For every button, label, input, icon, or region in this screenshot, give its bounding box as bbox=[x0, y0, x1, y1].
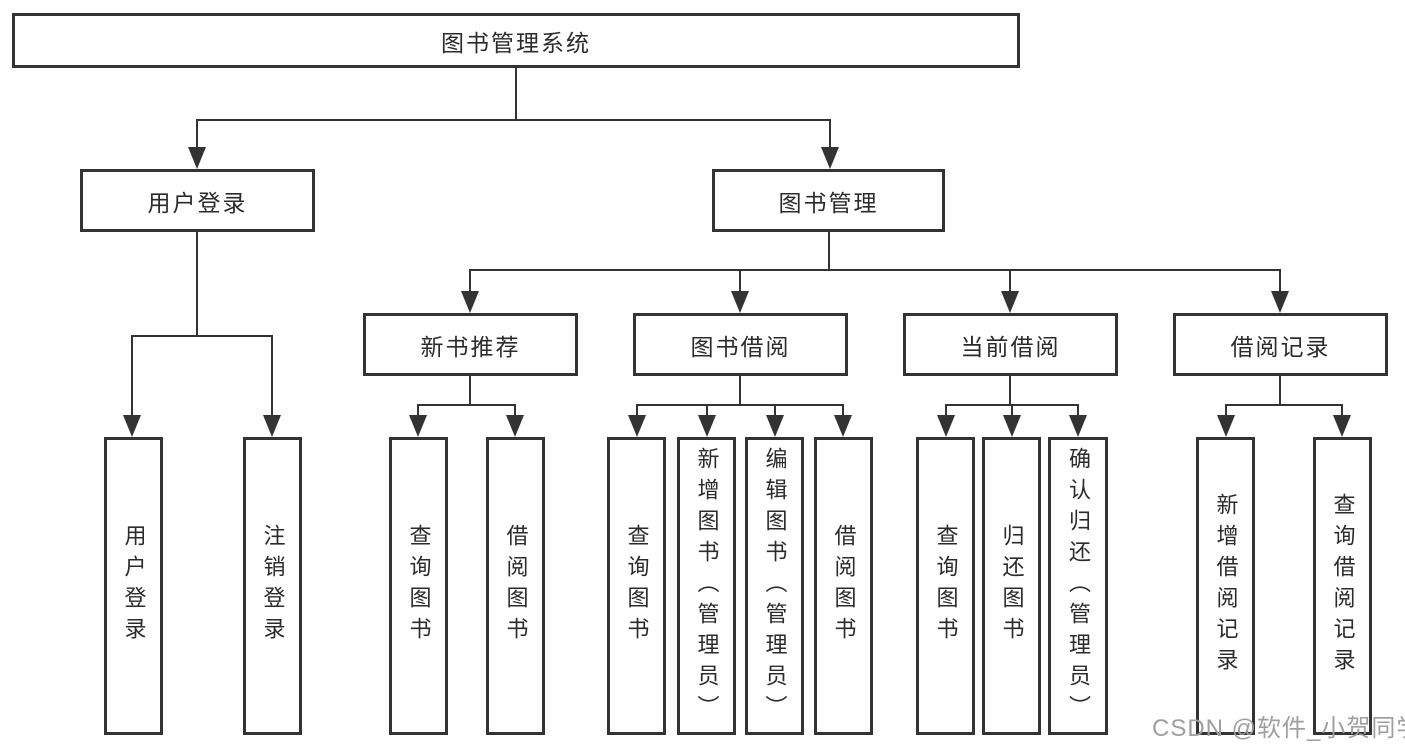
edge-borrow-trunk bbox=[739, 376, 741, 406]
edge-user-drop-2 bbox=[271, 335, 273, 417]
leaf-logout: 注销登录 bbox=[243, 437, 302, 735]
node-book-borrowing: 图书借阅 bbox=[633, 313, 848, 376]
arrowhead-icon bbox=[1069, 415, 1087, 437]
csdn-watermark: CSDN @软件_小贺同学 bbox=[1152, 715, 1405, 742]
leaf-label: 借阅图书 bbox=[503, 524, 529, 648]
leaf-query-books-recommend: 查询图书 bbox=[389, 437, 448, 735]
edge-root-bar bbox=[196, 119, 831, 121]
arrowhead-icon bbox=[766, 415, 784, 437]
node-new-book-recommendation: 新书推荐 bbox=[363, 313, 578, 376]
arrowhead-icon bbox=[1271, 291, 1289, 313]
node-label: 图书管理 bbox=[778, 189, 879, 216]
node-library-system: 图书管理系统 bbox=[12, 13, 1020, 68]
leaf-user-login: 用户登录 bbox=[104, 437, 163, 735]
arrowhead-icon bbox=[1333, 415, 1351, 437]
leaf-add-book-admin: 新增图书（管理员） bbox=[677, 437, 736, 735]
node-label: 图书借阅 bbox=[690, 333, 791, 360]
edge-root-drop-left bbox=[196, 119, 198, 149]
edge-current-drop-1 bbox=[945, 404, 947, 417]
leaf-label: 用户登录 bbox=[121, 524, 147, 648]
edge-user-drop-1 bbox=[131, 335, 133, 417]
edge-borrow-drop-1 bbox=[636, 404, 638, 417]
node-current-borrowing: 当前借阅 bbox=[903, 313, 1118, 376]
edge-newbook-drop-2 bbox=[514, 404, 516, 417]
arrowhead-icon bbox=[1001, 291, 1019, 313]
leaf-borrow-books: 借阅图书 bbox=[814, 437, 873, 735]
edge-current-drop-2 bbox=[1011, 404, 1013, 417]
leaf-query-borrow-record: 查询借阅记录 bbox=[1313, 437, 1372, 735]
leaf-label: 查询图书 bbox=[406, 524, 432, 648]
edge-record-drop-1 bbox=[1225, 404, 1227, 417]
leaf-query-books-borrowing: 查询图书 bbox=[607, 437, 666, 735]
edge-mgmt-bar bbox=[469, 269, 1280, 271]
edge-record-trunk bbox=[1279, 376, 1281, 406]
leaf-edit-book-admin: 编辑图书（管理员） bbox=[745, 437, 804, 735]
edge-mgmt-trunk bbox=[828, 232, 830, 271]
node-borrowing-records: 借阅记录 bbox=[1173, 313, 1388, 376]
arrowhead-icon bbox=[937, 415, 955, 437]
edge-borrow-drop-3 bbox=[774, 404, 776, 417]
arrowhead-icon bbox=[628, 415, 646, 437]
leaf-label: 新增借阅记录 bbox=[1213, 493, 1239, 679]
edge-newbook-trunk bbox=[469, 376, 471, 406]
arrowhead-icon bbox=[731, 291, 749, 313]
leaf-label: 借阅图书 bbox=[831, 524, 857, 648]
arrowhead-icon bbox=[821, 147, 839, 169]
leaf-label: 查询图书 bbox=[933, 524, 959, 648]
arrowhead-icon bbox=[834, 415, 852, 437]
arrowhead-icon bbox=[461, 291, 479, 313]
edge-user-trunk bbox=[196, 232, 198, 337]
edge-current-drop-3 bbox=[1077, 404, 1079, 417]
edge-mgmt-drop-3 bbox=[1009, 269, 1011, 293]
arrowhead-icon bbox=[123, 415, 141, 437]
leaf-add-borrow-record: 新增借阅记录 bbox=[1196, 437, 1255, 735]
edge-newbook-bar bbox=[417, 404, 516, 406]
node-book-management: 图书管理 bbox=[712, 169, 945, 232]
edge-borrow-drop-2 bbox=[706, 404, 708, 417]
edge-mgmt-drop-4 bbox=[1279, 269, 1281, 293]
leaf-label: 查询图书 bbox=[624, 524, 650, 648]
leaf-label: 注销登录 bbox=[260, 524, 286, 648]
arrowhead-icon bbox=[1217, 415, 1235, 437]
leaf-confirm-return-admin: 确认归还（管理员） bbox=[1048, 437, 1108, 735]
edge-borrow-bar bbox=[636, 404, 844, 406]
edge-record-bar bbox=[1225, 404, 1343, 406]
leaf-borrow-books-recommend: 借阅图书 bbox=[486, 437, 545, 735]
node-label: 图书管理系统 bbox=[441, 29, 591, 56]
leaf-label: 新增图书（管理员） bbox=[694, 446, 720, 726]
edge-current-trunk bbox=[1009, 376, 1011, 406]
leaf-label: 编辑图书（管理员） bbox=[762, 446, 788, 726]
arrowhead-icon bbox=[506, 415, 524, 437]
leaf-label: 查询借阅记录 bbox=[1330, 493, 1356, 679]
edge-mgmt-drop-1 bbox=[469, 269, 471, 293]
leaf-query-books-current: 查询图书 bbox=[916, 437, 975, 735]
leaf-return-books: 归还图书 bbox=[982, 437, 1041, 735]
arrowhead-icon bbox=[263, 415, 281, 437]
node-label: 当前借阅 bbox=[960, 333, 1061, 360]
node-user-login: 用户登录 bbox=[80, 169, 315, 232]
leaf-label: 归还图书 bbox=[999, 524, 1025, 648]
edge-root-drop-right bbox=[829, 119, 831, 149]
arrowhead-icon bbox=[698, 415, 716, 437]
edge-newbook-drop-1 bbox=[417, 404, 419, 417]
node-label: 新书推荐 bbox=[420, 333, 521, 360]
edge-root-trunk bbox=[515, 68, 517, 120]
leaf-label: 确认归还（管理员） bbox=[1066, 446, 1091, 726]
arrowhead-icon bbox=[409, 415, 427, 437]
node-label: 用户登录 bbox=[147, 189, 248, 216]
arrowhead-icon bbox=[1003, 415, 1021, 437]
arrowhead-icon bbox=[188, 147, 206, 169]
edge-user-bar bbox=[131, 335, 273, 337]
edge-record-drop-2 bbox=[1341, 404, 1343, 417]
edge-mgmt-drop-2 bbox=[739, 269, 741, 293]
node-label: 借阅记录 bbox=[1230, 333, 1331, 360]
edge-borrow-drop-4 bbox=[842, 404, 844, 417]
